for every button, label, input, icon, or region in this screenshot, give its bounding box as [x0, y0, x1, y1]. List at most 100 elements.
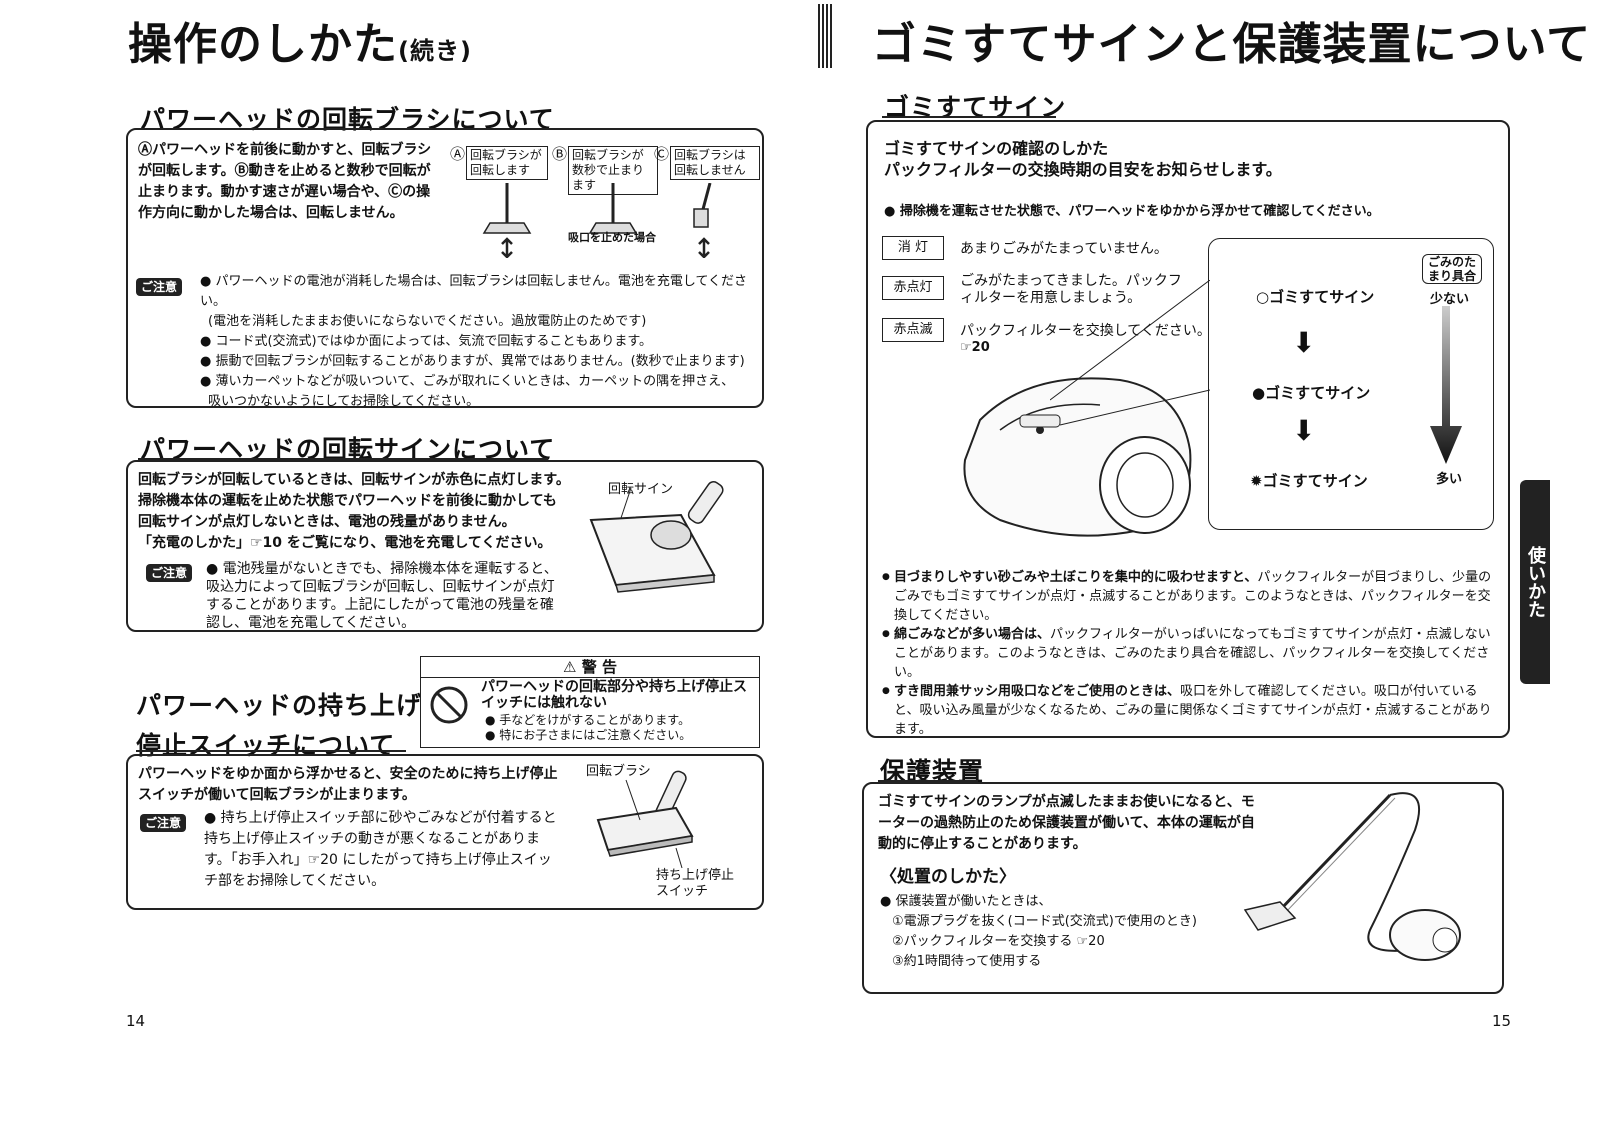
sun-icon: ✹	[1250, 472, 1263, 490]
fig-b: Ⓑ 回転ブラシが数秒で止まります 吸口を止めた場合	[552, 143, 658, 244]
fig-c: Ⓒ 回転ブラシは回転しません	[654, 143, 760, 258]
liftstop-box	[126, 754, 764, 910]
scale-more: 多い	[1436, 472, 1463, 487]
heading-underline	[878, 780, 978, 782]
body-line: 回転ブラシが回転しているときは、回転サインが赤色に点灯します。	[138, 472, 570, 488]
dust-instruction: ● 掃除機を運転させた状態で、パワーヘッドをゆかから浮かせて確認してください。	[884, 204, 1380, 219]
page-number-right: 15	[1492, 1012, 1512, 1030]
rotsign-note: ● 電池残量がないときでも、掃除機本体を運転すると、吸込力によって回転ブラシが回…	[206, 561, 558, 631]
note-item: 目づまりしやすい砂ごみや土ぼこりを集中的に吸わせますと、パックフィルターが目づま…	[882, 568, 1492, 625]
rotbrush-notes: ● パワーヘッドの電池が消耗した場合は、回転ブラシは回転しません。電池を充電して…	[200, 272, 750, 412]
brush-b-icon	[588, 183, 638, 234]
fig-b-letter: Ⓑ	[552, 145, 568, 163]
rotbrush-caution-badge: ご注意	[136, 276, 183, 296]
rotbrush-body: Ⓐパワーヘッドを前後に動かすと、回転ブラシが回転します。Ⓑ動きを止めると数秒で回…	[138, 142, 432, 221]
note-text: 持ち上げ停止スイッチ部に砂やごみなどが付着すると持ち上げ停止スイッチの動きが悪く…	[204, 810, 557, 889]
note-bold: すき間用兼サッシ用吸口などをご使用のときは、	[894, 684, 1181, 699]
heading-underline	[136, 750, 406, 752]
sign-text: ゴミすてサイン	[1265, 384, 1371, 402]
page-number-left: 14	[126, 1012, 146, 1030]
dust-sub1: ゴミすてサインの確認のしかた	[884, 139, 1109, 158]
note-item: ● 振動で回転ブラシが回転することがありますが、異常ではありません。(数秒で止ま…	[200, 354, 745, 369]
caution-label: ご注意	[136, 278, 183, 296]
scale-caption: ごみのたまり具合	[1422, 254, 1482, 284]
note-bold: 目づまりしやすい砂ごみや土ぼこりを集中的に吸わせますと、	[894, 570, 1258, 585]
caution-label: ご注意	[140, 814, 187, 832]
vacuum-body-icon	[963, 377, 1192, 537]
scale-arrow-icon	[1430, 306, 1462, 464]
warning-item: ● 特にお子さまにはご注意ください。	[485, 728, 692, 742]
warning-title: 警 告	[581, 658, 617, 676]
note-item: ● コード式(交流式)ではゆか面によっては、気流で回転することもあります。	[200, 334, 653, 349]
note-item: ● パワーヘッドの電池が消耗した場合は、回転ブラシは回転しません。電池を充電して…	[200, 274, 748, 309]
state-label-off: 消 灯	[882, 236, 944, 260]
warning-header: ⚠ 警 告	[421, 657, 759, 678]
warning-headline: パワーヘッドの回転部分や持ち上げ停止スイッチには触れない	[481, 679, 747, 711]
note-text: パックフィルターがいっぱいになってもゴミすてサインが点灯・点滅しないことがありま…	[894, 627, 1491, 680]
brush-a-icon	[482, 183, 532, 258]
note-text: パワーヘッドの電池が消耗した場合は、回転ブラシは回転しません。電池を充電してくだ…	[200, 274, 748, 309]
state-label-on: 赤点灯	[882, 276, 944, 300]
powerhead-icon	[589, 480, 724, 593]
body-line: 回転サインが点灯しないときは、電池の残量がありません。	[138, 514, 516, 530]
liftstop-caution-badge: ご注意	[140, 812, 187, 832]
rotsign-caution-badge: ご注意	[146, 562, 193, 582]
protect-intro: ● 保護装置が働いたときは、	[880, 894, 1052, 909]
instruction-text: 掃除機を運転させた状態で、パワーヘッドをゆかから浮かせて確認してください。	[899, 204, 1380, 219]
circle-filled-icon: ●	[1252, 384, 1266, 402]
warning-triangle-icon: ⚠	[563, 658, 577, 676]
note-text: 薄いカーペットなどが吸いついて、ごみが取れにくいときは、カーペットの隅を押さえ、	[215, 374, 735, 389]
note-text: パックフィルターが目づまりし、少量のごみでもゴミすてサインが点灯・点滅することが…	[894, 570, 1492, 623]
sign-text: ゴミすてサイン	[1269, 288, 1375, 306]
note-text: (電池を消耗したままお使いにならないでください。過放電防止のためです)	[208, 314, 647, 329]
rotsign-box	[126, 460, 764, 632]
fig-c-letter: Ⓒ	[654, 145, 670, 163]
dust-subheads: ゴミすてサインの確認のしかた パックフィルターの交換時期の目安をお知らせします。	[884, 138, 1282, 180]
heading-underline	[882, 116, 1056, 118]
body-line: 掃除機本体の運転を止めた状態でパワーヘッドを前後に動かしても	[138, 493, 557, 509]
dust-heading: ゴミすてサイン	[884, 93, 1067, 122]
note-text: 吸いつかないようにしてお掃除してください。	[208, 394, 480, 409]
title-sub: (続き)	[398, 37, 472, 65]
sign-off: ○ゴミすてサイン	[1256, 286, 1374, 307]
dust-notes: 目づまりしやすい砂ごみや土ぼこりを集中的に吸わせますと、パックフィルターが目づま…	[882, 568, 1492, 739]
note-item: 吸いつかないようにしてお掃除してください。	[200, 392, 750, 412]
protect-step: ①電源プラグを抜く(コード式(交流式)で使用のとき)	[892, 914, 1197, 929]
scale-less: 少ない	[1430, 292, 1470, 307]
note-bold: 綿ごみなどが多い場合は、	[894, 627, 1051, 642]
sign-blink: ✹ゴミすてサイン	[1250, 470, 1368, 491]
state-text-off: あまりごみがたまっていません。	[960, 241, 1168, 257]
page-ref: ☞20	[960, 340, 990, 355]
intro-text: 保護装置が働いたときは、	[895, 894, 1052, 909]
page-title-right: ゴミすてサインと保護装置について	[872, 19, 1592, 70]
caution-label: ご注意	[146, 564, 193, 582]
dust-sub2: パックフィルターの交換時期の目安をお知らせします。	[884, 160, 1282, 179]
circle-empty-icon: ○	[1256, 288, 1270, 306]
arrow-down-icon: ⬇	[1292, 414, 1316, 447]
fig-a-letter: Ⓐ	[450, 145, 466, 163]
note-item: (電池を消耗したままお使いにならないでください。過放電防止のためです)	[200, 312, 750, 332]
note-item: 綿ごみなどが多い場合は、パックフィルターがいっぱいになってもゴミすてサインが点灯…	[882, 625, 1492, 682]
fig-a: Ⓐ 回転ブラシが回転します	[450, 143, 548, 258]
warning-item: ● 手などをけがすることがあります。	[485, 713, 691, 727]
liftstop-fig-label-top: 回転ブラシ	[586, 764, 651, 779]
state-label-blink: 赤点滅	[882, 318, 944, 342]
fig-b-note: 吸口を止めた場合	[568, 231, 656, 244]
side-tab: 使いかた	[1520, 480, 1550, 684]
liftstop-body: パワーヘッドをゆか面から浮かせると、安全のために持ち上げ停止スイッチが働いて回転…	[138, 766, 558, 803]
rotbrush-box	[126, 128, 764, 408]
vacuum-full-icon	[1243, 792, 1461, 961]
protect-body: ゴミすてサインのランプが点滅したままお使いになると、モーターの過熱防止のため保護…	[878, 794, 1255, 852]
arrow-down-icon: ⬇	[1292, 326, 1316, 359]
lift-powerhead-icon	[596, 770, 694, 869]
warning-box: ⚠ 警 告 パワーヘッドの回転部分や持ち上げ停止スイッチには触れない ● 手など…	[420, 656, 760, 748]
sign-text: ゴミすてサイン	[1262, 472, 1368, 490]
title-main: 操作のしかた	[128, 19, 398, 70]
heading-underline	[138, 458, 548, 460]
callout-lines	[1050, 280, 1210, 426]
sign-on: ●ゴミすてサイン	[1252, 382, 1370, 403]
heading-line: パワーヘッドの持ち上げ	[136, 691, 423, 720]
protect-sub: 〈処置のしかた〉	[880, 867, 1016, 887]
sign-panel	[1208, 238, 1494, 530]
warning-text: 特にお子さまにはご注意ください。	[499, 728, 692, 742]
